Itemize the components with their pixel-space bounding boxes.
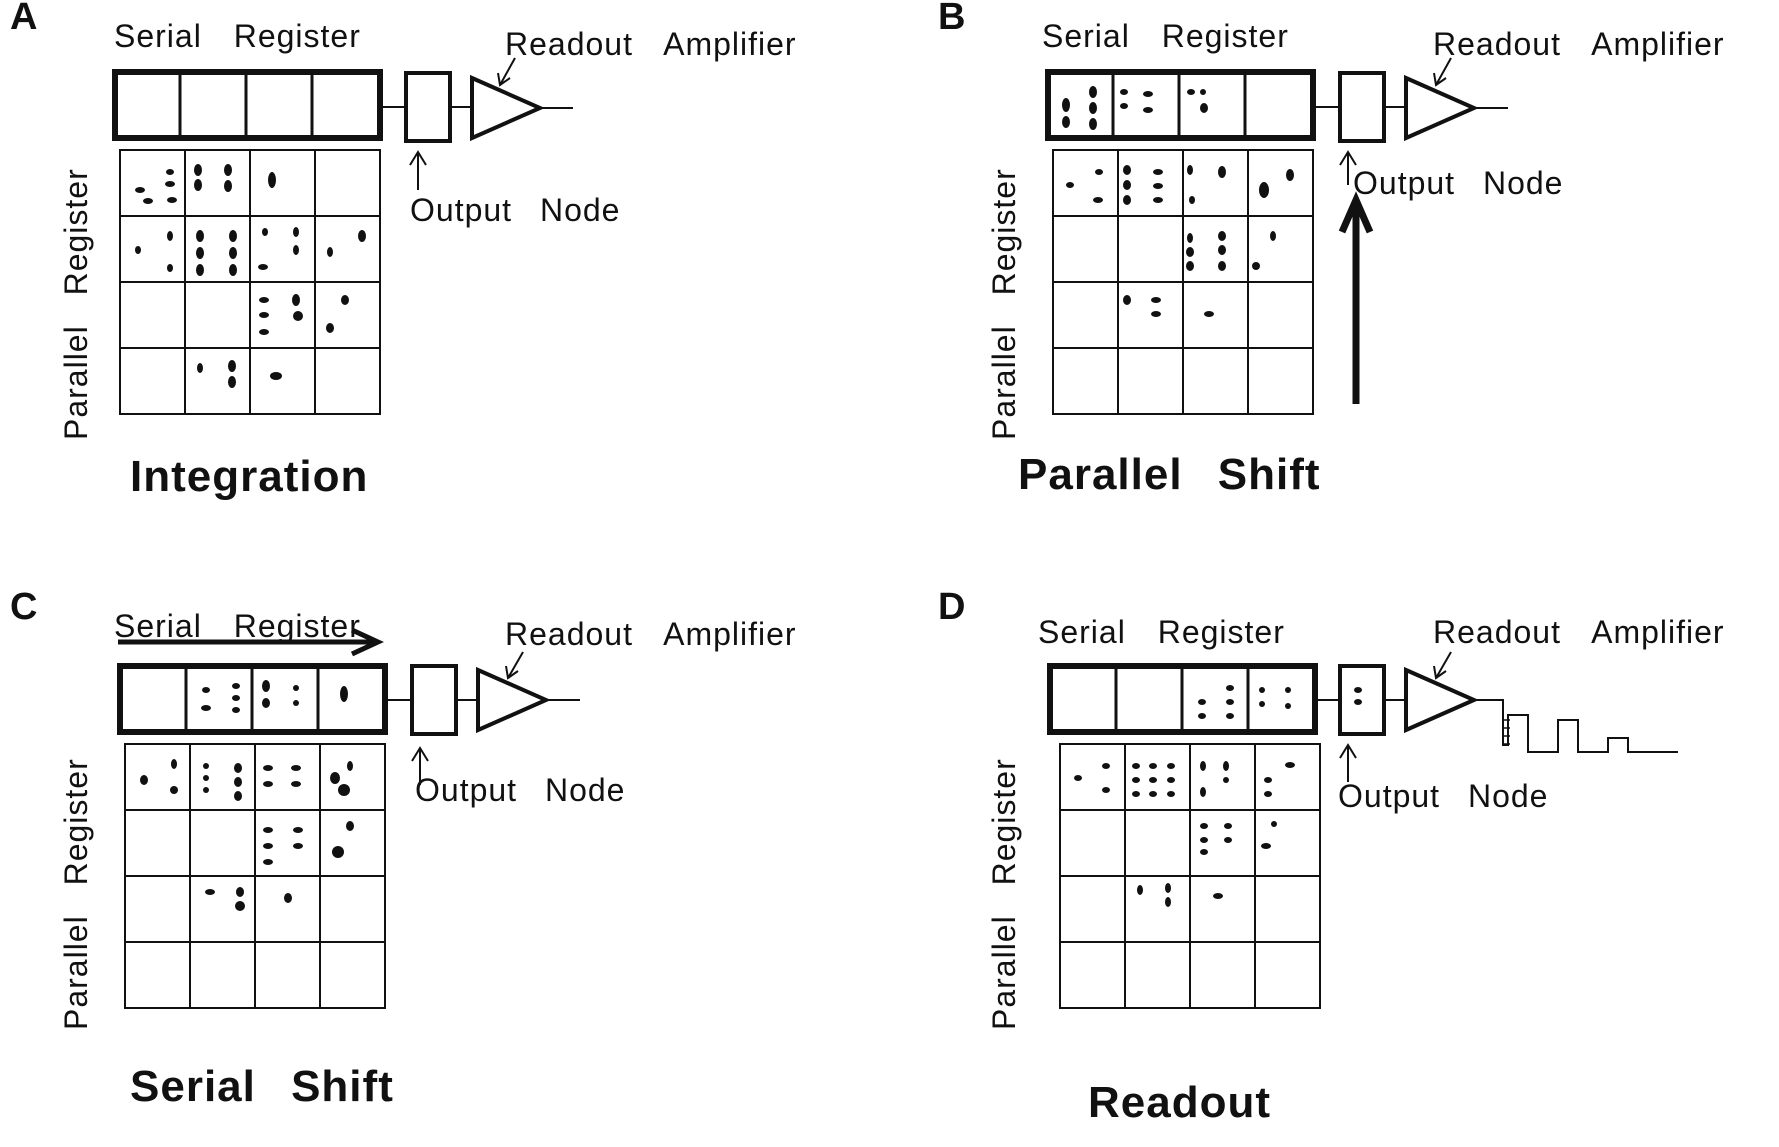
output-node-label: Output Node — [415, 772, 626, 808]
output-node-label: Output Node — [410, 192, 621, 228]
output-node — [404, 71, 452, 143]
readout-amplifier — [1404, 74, 1479, 142]
parallel-register-label: Parallel Register — [58, 168, 94, 440]
parallel-register-label: Parallel Register — [986, 758, 1022, 1030]
panel-parallel-shift: B Serial Register Readout Amplifier Outp… — [928, 0, 1779, 557]
output-node-label: Output Node — [1353, 165, 1564, 201]
panel-letter: B — [938, 0, 966, 38]
panel-letter: A — [10, 0, 38, 38]
panel-caption: Integration — [130, 452, 369, 501]
output-node — [1338, 71, 1386, 143]
charge-packets — [1074, 685, 1362, 907]
charge-packets — [140, 680, 354, 911]
readout-amplifier-label: Readout Amplifier — [505, 26, 797, 62]
panel-integration: A Serial Register Readout Amplifier Outp… — [0, 0, 889, 557]
readout-amplifier — [1404, 666, 1479, 734]
panel-letter: C — [10, 586, 38, 628]
panel-readout: D Serial Register Readout Amplifier Outp… — [928, 586, 1779, 1147]
ccd-diagram-c — [117, 627, 580, 1009]
readout-amplifier-label: Readout Amplifier — [505, 616, 797, 652]
serial-register-label: Serial Register — [114, 608, 361, 644]
ccd-diagram-a — [112, 57, 573, 415]
ccd-diagram-d — [1047, 651, 1678, 1009]
ccd-diagram-b — [1045, 57, 1508, 415]
readout-amplifier-label: Readout Amplifier — [1433, 26, 1725, 62]
output-node — [1338, 664, 1386, 736]
panel-letter: D — [938, 586, 966, 628]
readout-amplifier — [476, 666, 551, 734]
charge-packets — [1062, 86, 1294, 317]
serial-register-label: Serial Register — [114, 18, 361, 54]
readout-amplifier-label: Readout Amplifier — [1433, 614, 1725, 650]
output-node — [410, 664, 458, 736]
panel-caption: Serial Shift — [130, 1062, 394, 1111]
panel-caption: Readout — [1088, 1078, 1271, 1127]
output-waveform — [1474, 699, 1678, 753]
charge-packets — [135, 164, 366, 388]
serial-register-label: Serial Register — [1038, 614, 1285, 650]
serial-register-label: Serial Register — [1042, 18, 1289, 54]
readout-amplifier — [470, 74, 545, 142]
parallel-register-label: Parallel Register — [986, 168, 1022, 440]
output-node-label: Output Node — [1338, 778, 1549, 814]
parallel-register-label: Parallel Register — [58, 758, 94, 1030]
panel-serial-shift: C Serial Register Readout Amplifier Outp… — [0, 586, 889, 1147]
panel-caption: Parallel Shift — [1018, 450, 1321, 499]
